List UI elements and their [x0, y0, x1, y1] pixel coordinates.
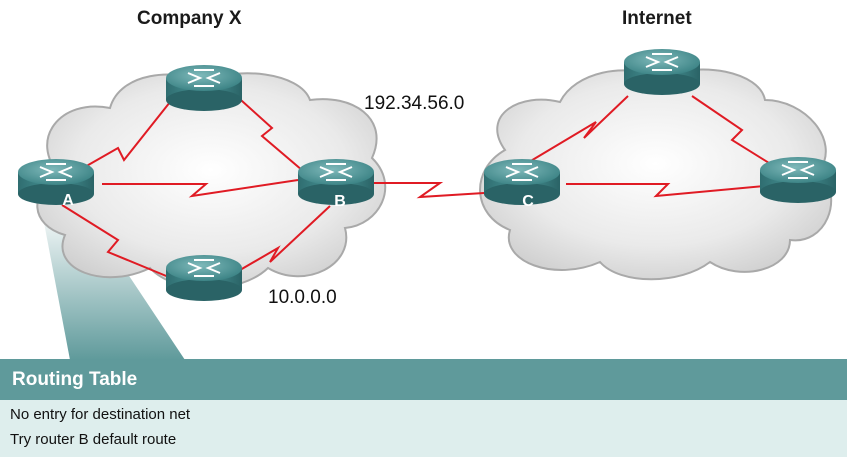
- router-c: C: [484, 159, 560, 210]
- link-bottom-b: [227, 205, 331, 278]
- network-label-10: 10.0.0.0: [268, 287, 337, 308]
- link-top-b: [231, 91, 317, 183]
- router-c-label: C: [522, 193, 534, 210]
- router-top-left: [166, 65, 242, 111]
- link-a-top: [61, 91, 179, 181]
- link-top-right: [691, 95, 791, 177]
- link-a-bottom: [61, 204, 177, 281]
- link-b-c: [372, 182, 485, 199]
- router-top-right: [624, 49, 700, 95]
- company-x-title: Company X: [137, 8, 242, 29]
- link-c-top: [523, 95, 629, 166]
- link-a-b: [102, 179, 299, 198]
- routing-table-line: Try router B default route: [10, 431, 177, 448]
- link-c-right: [566, 183, 765, 198]
- internet-cloud: [479, 68, 833, 281]
- router-bottom-left: [166, 255, 242, 301]
- router-a-label: A: [62, 192, 74, 209]
- routing-table-header: Routing Table: [0, 359, 847, 400]
- routing-table-body: No entry for destination net Try router …: [0, 400, 847, 457]
- links: [61, 91, 791, 281]
- internet-title: Internet: [622, 8, 692, 29]
- routing-table-line: No entry for destination net: [10, 406, 191, 423]
- network-label-192: 192.34.56.0: [364, 93, 465, 114]
- router-b: B: [298, 159, 374, 210]
- router-b-label: B: [334, 193, 346, 210]
- router-right: [760, 157, 836, 203]
- router-a: A: [18, 159, 94, 209]
- routing-table-title: Routing Table: [12, 369, 138, 390]
